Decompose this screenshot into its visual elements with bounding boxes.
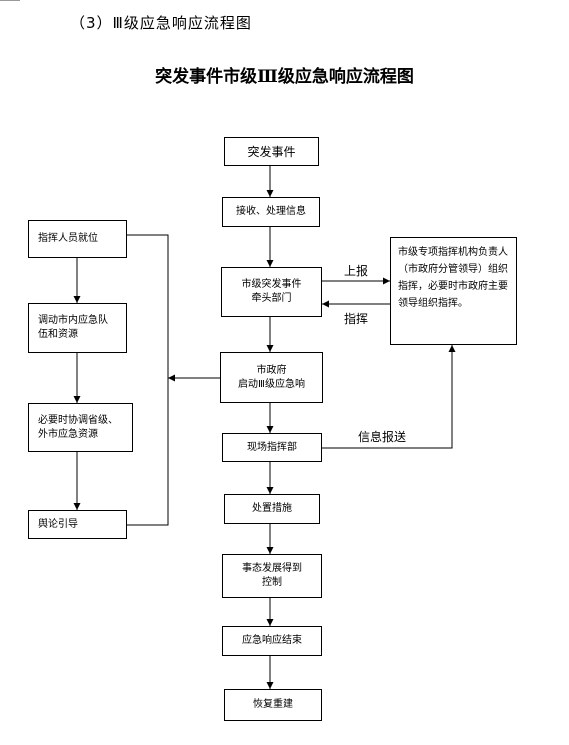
label-command: 指挥: [344, 312, 369, 326]
corner-mark: [0, 0, 20, 1]
box-situation-controlled: 事态发展得到 控制: [222, 554, 322, 598]
box-lead-department: 市级突发事件 牵头部门: [221, 267, 322, 317]
box-staff-in-position: 指挥人员就位: [28, 220, 127, 258]
arrow-info-report: [322, 345, 456, 449]
box-sudden-event: 突发事件: [224, 137, 319, 166]
box-response-end: 应急响应结束: [222, 626, 322, 656]
bracket-left-group: [127, 234, 169, 526]
box-coordinate-external: 必要时协调省级、 外市应急资源: [28, 403, 133, 452]
box-mobilize-resources: 调动市内应急队 伍和资源: [28, 303, 127, 353]
box-gov-start-response: 市政府 启动Ⅲ级应急响: [220, 352, 323, 403]
diagram-title: 突发事件市级Ⅲ级应急响应流程图: [155, 67, 414, 87]
box-public-opinion: 舆论引导: [28, 510, 127, 539]
box-measures: 处置措施: [224, 494, 320, 524]
box-special-command: 市级专项指挥机构负责人（市政府分管领导）组织指挥，必要时市政府主要领导组织指挥。: [390, 237, 517, 345]
section-heading: （3）Ⅲ级应急响应流程图: [70, 14, 252, 32]
box-receive-process-info: 接收、处理信息: [222, 197, 320, 227]
label-report-up: 上报: [344, 264, 369, 278]
box-field-command: 现场指挥部: [222, 433, 322, 462]
box-restore-rebuild: 恢复重建: [224, 689, 322, 721]
label-info-report: 信息报送: [358, 430, 407, 444]
